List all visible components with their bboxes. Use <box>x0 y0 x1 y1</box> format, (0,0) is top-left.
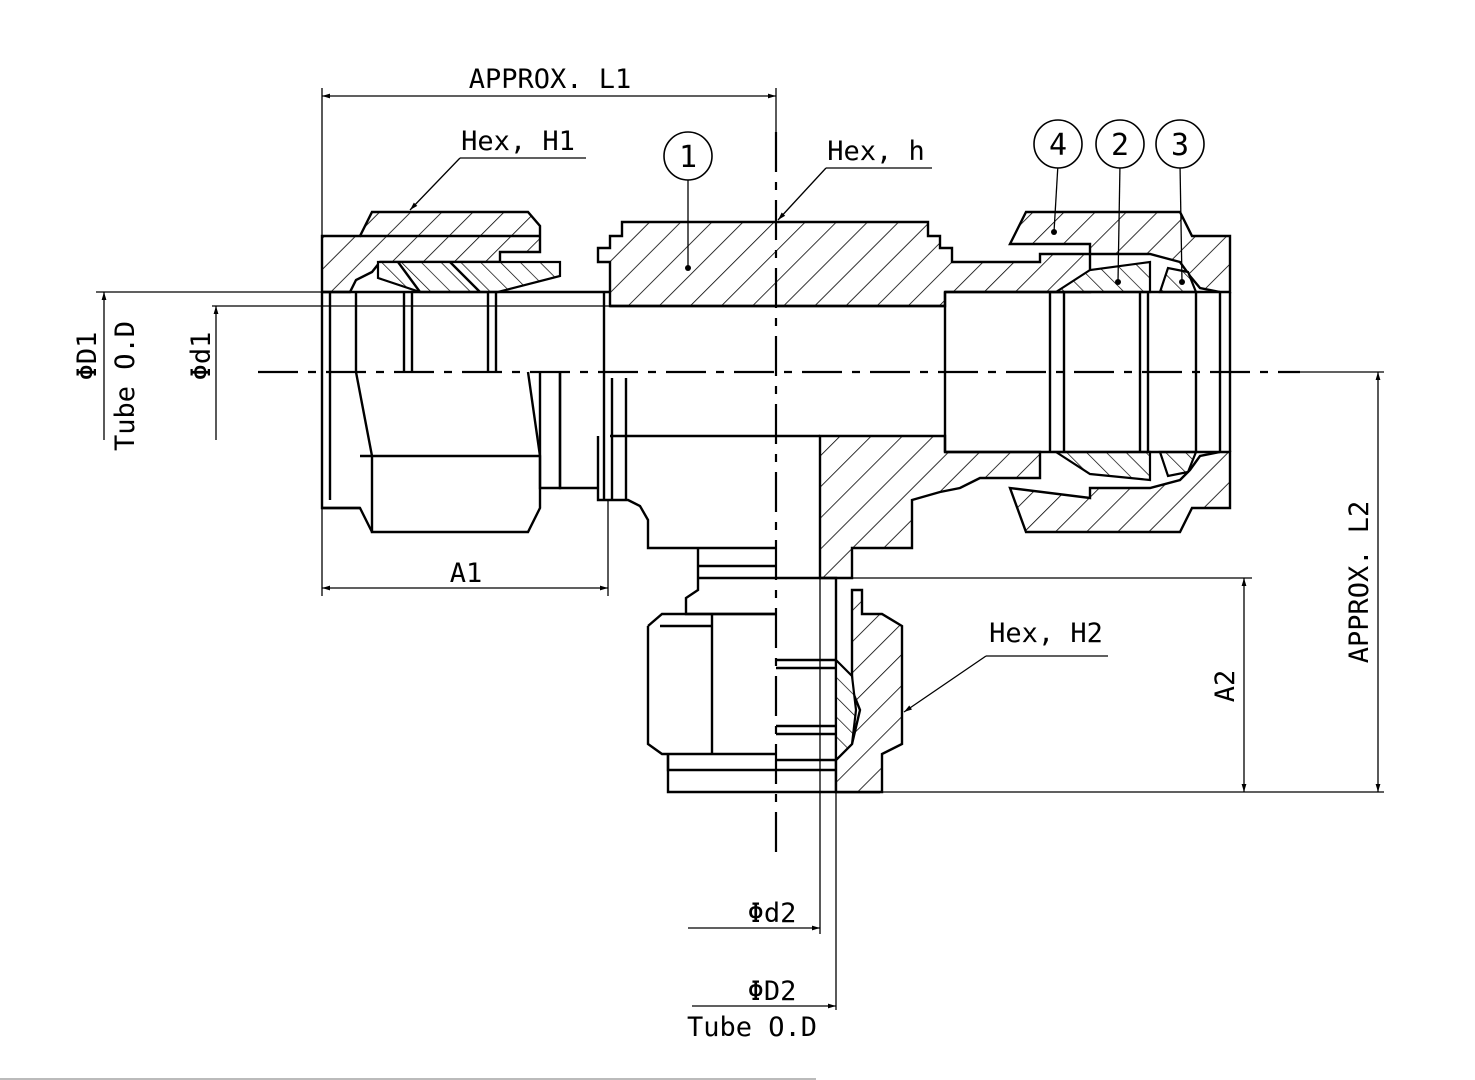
label-approx-l1: APPROX. L1 <box>469 64 632 95</box>
label-tube-od-bottom: Tube O.D <box>687 1012 817 1043</box>
label-hex-h1: Hex, H1 <box>461 126 575 157</box>
label-phi-d2-upper: ΦD2 <box>748 976 797 1007</box>
svg-text:2: 2 <box>1111 128 1129 163</box>
label-a2: A2 <box>1210 670 1241 703</box>
svg-text:1: 1 <box>679 140 697 175</box>
right-nut <box>943 210 1232 534</box>
label-a1: A1 <box>450 558 483 589</box>
dimensions <box>96 88 1384 1010</box>
part-bubble-1: 1 <box>663 131 713 181</box>
left-nut <box>320 210 610 534</box>
label-hex-h: Hex, h <box>827 136 925 167</box>
label-phi-d1-upper: ΦD1 <box>72 332 103 381</box>
label-phi-d1-lower: Φd1 <box>186 332 217 381</box>
svg-text:4: 4 <box>1049 128 1067 163</box>
bottom-nut <box>646 548 904 794</box>
label-phi-d2-lower: Φd2 <box>748 898 797 929</box>
label-hex-h2: Hex, H2 <box>989 618 1103 649</box>
svg-text:3: 3 <box>1171 128 1189 163</box>
part-bubble-4: 4 <box>1033 119 1083 169</box>
label-approx-l2: APPROX. L2 <box>1344 501 1375 664</box>
centerlines <box>258 132 1300 860</box>
label-tube-od-left: Tube O.D <box>110 321 141 451</box>
part-bubble-3: 3 <box>1155 119 1205 169</box>
part-bubble-2: 2 <box>1095 119 1145 169</box>
tee-body <box>596 220 1092 580</box>
